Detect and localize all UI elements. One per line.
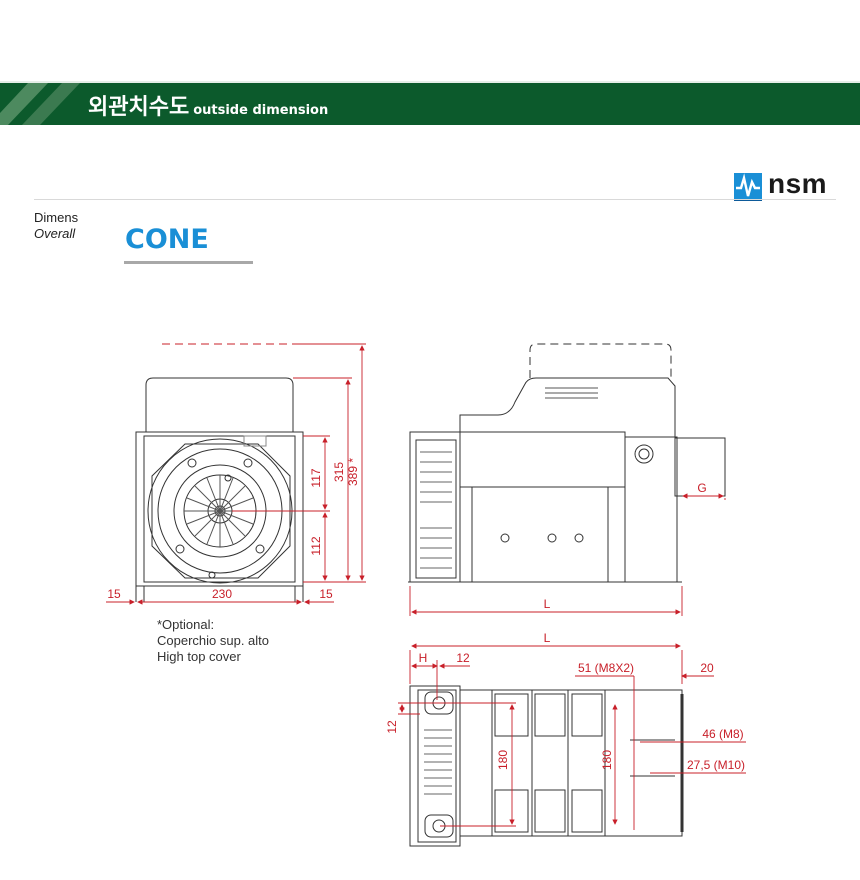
dim-27: 27,5 (M10) [687, 758, 745, 772]
header-divider [34, 199, 836, 200]
bolt-hole-1 [187, 458, 197, 468]
side-top-outline [459, 377, 676, 438]
front-flange [151, 443, 291, 579]
bolt-hole-5 [208, 571, 216, 579]
product-underline [124, 261, 253, 264]
bolt-hole-2 [243, 458, 253, 468]
front-nameplate [243, 435, 267, 447]
section-title-english: outside dimension [193, 103, 329, 118]
front-body-outline [135, 431, 304, 587]
dim-20: 20 [700, 661, 714, 675]
side-fan-housing [409, 431, 461, 583]
top-view [409, 685, 684, 847]
dim-15-right: 15 [319, 587, 333, 601]
side-dimensions [409, 493, 726, 616]
side-view [408, 343, 726, 583]
side-grille-lines [420, 451, 452, 569]
dim-46: 46 (M8) [702, 727, 743, 741]
note-line-2: Coperchio sup. alto [157, 633, 270, 648]
top-dimensions [398, 643, 746, 830]
side-cable-gland [634, 444, 654, 464]
dim-180-left: 180 [496, 750, 510, 770]
note-line-1: *Optional: [157, 617, 215, 632]
dim-12-top: 12 [456, 651, 470, 665]
top-grille-lines [424, 729, 452, 795]
note-line-3: High top cover [157, 649, 241, 664]
dim-12-left: 12 [385, 720, 399, 734]
optional-note: *Optional: Coperchio sup. alto High top … [157, 617, 269, 665]
dim-117: 117 [309, 468, 323, 487]
dim-112: 112 [309, 536, 323, 555]
side-body [459, 431, 626, 583]
dim-15-left: 15 [107, 587, 121, 601]
dim-H: H [419, 651, 428, 665]
dim-L-top: L [544, 631, 551, 645]
side-vents [545, 387, 598, 399]
brand-logo: nsm [734, 168, 844, 204]
dim-L-side: L [544, 597, 551, 611]
brand-name: nsm [768, 168, 828, 199]
nsm-wave-logo-icon [734, 173, 762, 201]
dim-315: 315 [332, 462, 346, 482]
dim-G: G [697, 481, 706, 495]
intro-line-1: Dimens [34, 210, 79, 225]
fan-spokes [184, 475, 256, 547]
intro-line-2: Overall [34, 226, 76, 241]
dim-51: 51 (M8X2) [578, 661, 634, 675]
dim-389: 389 * [346, 458, 360, 486]
front-view [135, 343, 304, 602]
top-cover-outline [145, 377, 294, 432]
side-mount-hole-2 [547, 533, 557, 543]
side-mount-hole-3 [574, 533, 584, 543]
side-fan-grille [415, 439, 457, 579]
optional-cover-dashed [529, 343, 672, 378]
front-dimensions [106, 343, 366, 605]
dim-180-right: 180 [600, 750, 614, 770]
section-title-korean: 외관치수도 [88, 95, 190, 120]
bolt-hole-4 [255, 544, 265, 554]
bolt-hole-3 [175, 544, 185, 554]
top-body [459, 689, 683, 837]
bolt-hole-6 [224, 474, 232, 482]
side-terminal-box [624, 436, 678, 583]
side-mount-hole-1 [500, 533, 510, 543]
dim-230: 230 [212, 587, 232, 601]
banner-stripes-icon [0, 83, 80, 125]
front-body-inner [143, 435, 296, 583]
product-name: CONE [125, 224, 209, 255]
